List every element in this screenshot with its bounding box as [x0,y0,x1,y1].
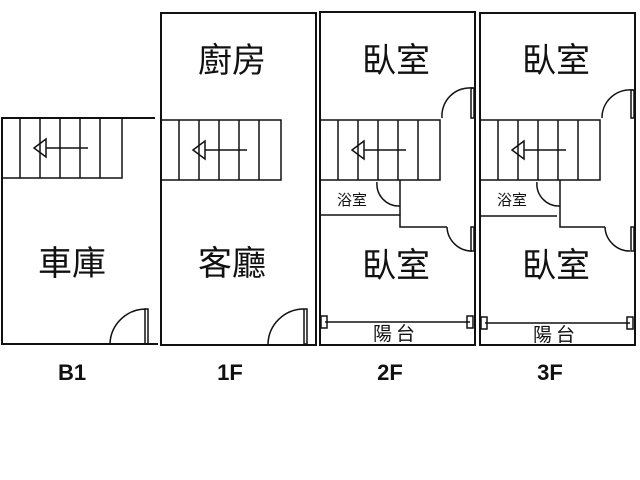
bath-door-icon [536,181,561,207]
room-label-kitchen: 廚房 [198,41,266,81]
door-icon [441,87,474,119]
room-label-bathroom: 浴室 [337,191,367,209]
room-label-bathroom: 浴室 [497,191,527,209]
room-label-living-room: 客廳 [198,244,266,284]
floor-2f: 臥室 浴室 臥室 陽台 2F [319,11,476,385]
floor-label-1f: 1F [217,360,243,385]
stairs-icon [319,119,441,181]
floor-label-2f: 2F [377,360,403,385]
bath-wall [559,180,605,228]
room-label-garage: 車庫 [38,244,106,284]
door-icon [601,89,634,119]
door-icon [446,226,473,252]
room-label-balcony: 陽台 [533,324,579,346]
door-icon [267,308,308,345]
stairs-icon [1,117,123,179]
floor-3f: 臥室 浴室 臥室 陽台 3F [479,12,636,385]
room-label-bedroom: 臥室 [522,41,590,81]
floor-1f: 廚房 客廳 1F [160,12,317,385]
stairs-icon [479,119,601,181]
room-label-bedroom: 臥室 [522,246,590,286]
room-label-balcony: 陽台 [373,323,419,345]
door-icon [604,226,631,252]
bath-wall [320,214,447,228]
room-label-bedroom: 臥室 [362,41,430,81]
door-icon [109,308,149,345]
floor-label-3f: 3F [537,360,563,385]
floor-label-b1: B1 [58,360,86,385]
floor-b1: 車庫 B1 [1,117,158,385]
room-label-bedroom: 臥室 [362,246,430,286]
stairs-icon [160,119,282,181]
bath-door-icon [376,181,401,207]
